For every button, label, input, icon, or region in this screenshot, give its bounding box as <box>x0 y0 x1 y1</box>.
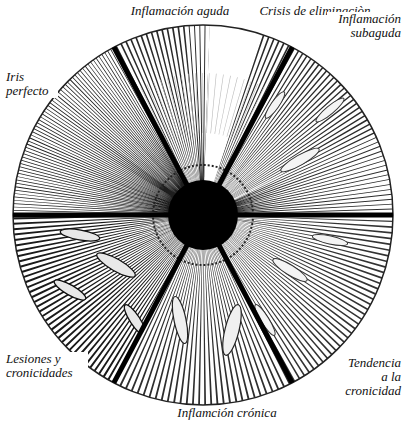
pupil <box>168 180 238 250</box>
iris-outline <box>13 25 393 405</box>
collarette <box>153 165 253 265</box>
sector-label: Tendencia a la cronicidad <box>337 356 403 398</box>
sector-label: Inflamción crónica <box>150 406 304 420</box>
sector-label: Iris perfecto <box>4 70 58 98</box>
lacuna <box>59 227 100 244</box>
lacuna <box>278 145 321 176</box>
sector-label: Inflamación subaguda <box>327 12 403 40</box>
lacuna <box>219 303 245 357</box>
subacute-sector <box>91 90 346 327</box>
lacuna <box>94 249 138 281</box>
lacuna <box>270 255 309 285</box>
sector-label: Inflamación aguda <box>118 4 242 18</box>
lacuna <box>52 277 88 304</box>
sector-dividers <box>13 47 393 383</box>
lacuna <box>169 295 191 344</box>
acute-sector <box>91 25 315 327</box>
lacuna <box>312 232 349 247</box>
sector-label: Lesiones y cronicidades <box>4 352 88 380</box>
lesion-sector <box>52 103 315 338</box>
lacuna <box>314 95 347 124</box>
chronic-sector <box>91 103 315 357</box>
iris-ground <box>13 25 393 405</box>
tendency-sector <box>91 103 348 337</box>
